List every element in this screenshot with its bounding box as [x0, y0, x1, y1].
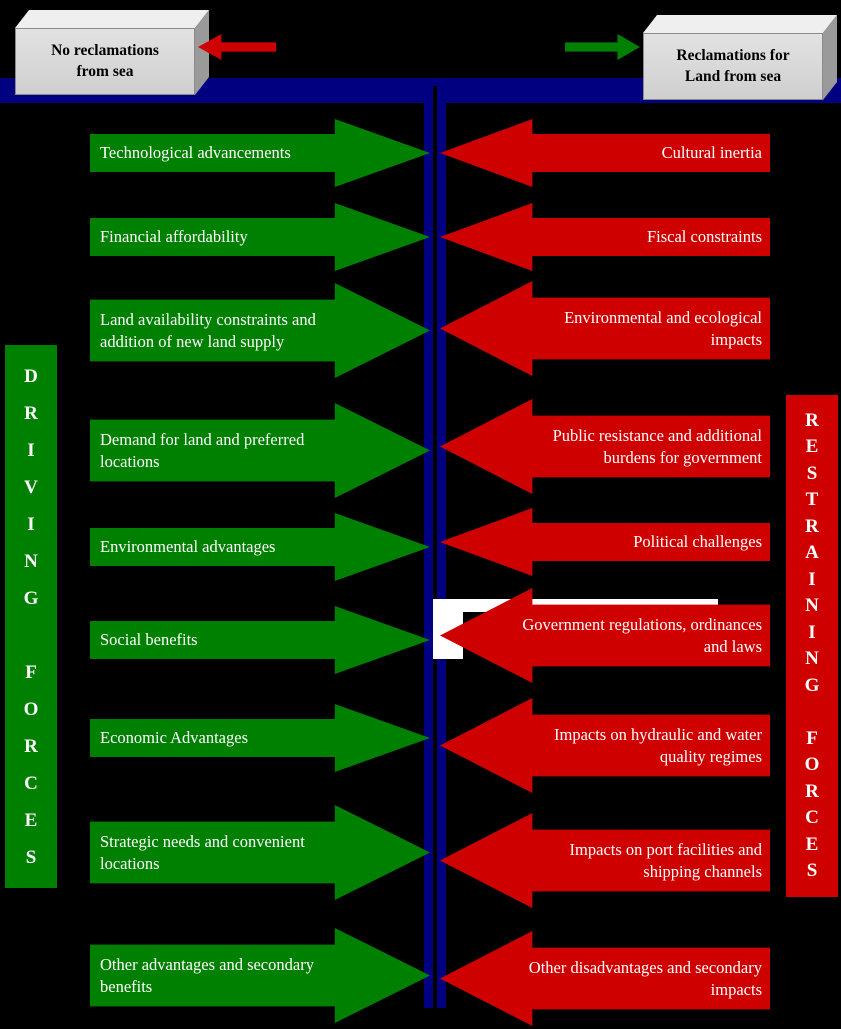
restraining-force-label-3: Environmental and ecological impacts [564, 308, 762, 349]
no-reclamations-box: No reclamations from sea [15, 10, 209, 95]
box-side-face [195, 10, 209, 95]
driving-force-label-3: Land availability constraints and additi… [100, 310, 316, 351]
driving-force-arrow-1: Technological advancements [90, 119, 430, 187]
restraining-force-label-7: Impacts on hydraulic and water quality r… [553, 725, 762, 766]
driving-force-arrow-9: Other advantages and secondary benefits [90, 928, 430, 1023]
restraining-force-label-2: Fiscal constraints [646, 227, 762, 247]
driving-force-label-4: Demand for land and preferred locations [100, 430, 305, 471]
reclamations-label: Reclamations for Land from sea [643, 33, 823, 100]
driving-force-arrow-2: Financial affordability [90, 203, 430, 271]
box-top-face [15, 10, 209, 28]
driving-force-arrow-7: Economic Advantages [90, 704, 430, 772]
restraining-force-arrow-8: Impacts on port facilities and shipping … [440, 813, 770, 908]
driving-force-arrow-3: Land availability constraints and additi… [90, 283, 430, 378]
restraining-force-label-1: Cultural inertia [661, 143, 762, 163]
restraining-force-label-6: Government regulations, ordinances and l… [522, 615, 762, 656]
driving-force-label-5: Environmental advantages [100, 537, 276, 557]
box-top-face [643, 15, 837, 33]
driving-force-arrow-4: Demand for land and preferred locations [90, 403, 430, 498]
restraining-force-label-5: Political challenges [633, 532, 762, 552]
driving-force-label-6: Social benefits [100, 630, 198, 650]
driving-force-arrow-6: Social benefits [90, 606, 430, 674]
restraining-force-arrow-4: Public resistance and additional burdens… [440, 399, 770, 494]
restraining-force-label-4: Public resistance and additional burdens… [552, 426, 762, 467]
driving-force-arrow-5: Environmental advantages [90, 513, 430, 581]
restraining-force-arrow-7: Impacts on hydraulic and water quality r… [440, 698, 770, 793]
restraining-force-arrow-5: Political challenges [440, 508, 770, 576]
driving-force-arrow-8: Strategic needs and convenient locations [90, 805, 430, 900]
driving-force-label-9: Other advantages and secondary benefits [100, 955, 314, 996]
no-reclamations-label: No reclamations from sea [15, 28, 195, 95]
driving-force-label-7: Economic Advantages [100, 728, 249, 748]
driving-force-label-1: Technological advancements [100, 143, 291, 163]
center-divider-bar [424, 86, 446, 1008]
driving-force-label-2: Financial affordability [100, 227, 248, 247]
reclamations-box: Reclamations for Land from sea [643, 15, 837, 100]
right-direction-arrow-icon [565, 34, 640, 60]
restraining-force-arrow-1: Cultural inertia [440, 119, 770, 187]
driving-force-label-8: Strategic needs and convenient locations [100, 832, 305, 873]
restraining-force-label-9: Other disadvantages and secondary impact… [528, 958, 762, 999]
left-direction-arrow-icon [198, 34, 276, 60]
restraining-force-arrow-3: Environmental and ecological impacts [440, 281, 770, 376]
driving-forces-label: D R I V I N G F O R C E S [5, 345, 57, 888]
box-side-face [823, 15, 837, 100]
restraining-force-arrow-2: Fiscal constraints [440, 203, 770, 271]
restraining-force-label-8: Impacts on port facilities and shipping … [569, 840, 762, 881]
restraining-forces-label: R E S T R A I N I N G F O R C E S [786, 395, 838, 897]
restraining-force-arrow-9: Other disadvantages and secondary impact… [440, 931, 770, 1026]
